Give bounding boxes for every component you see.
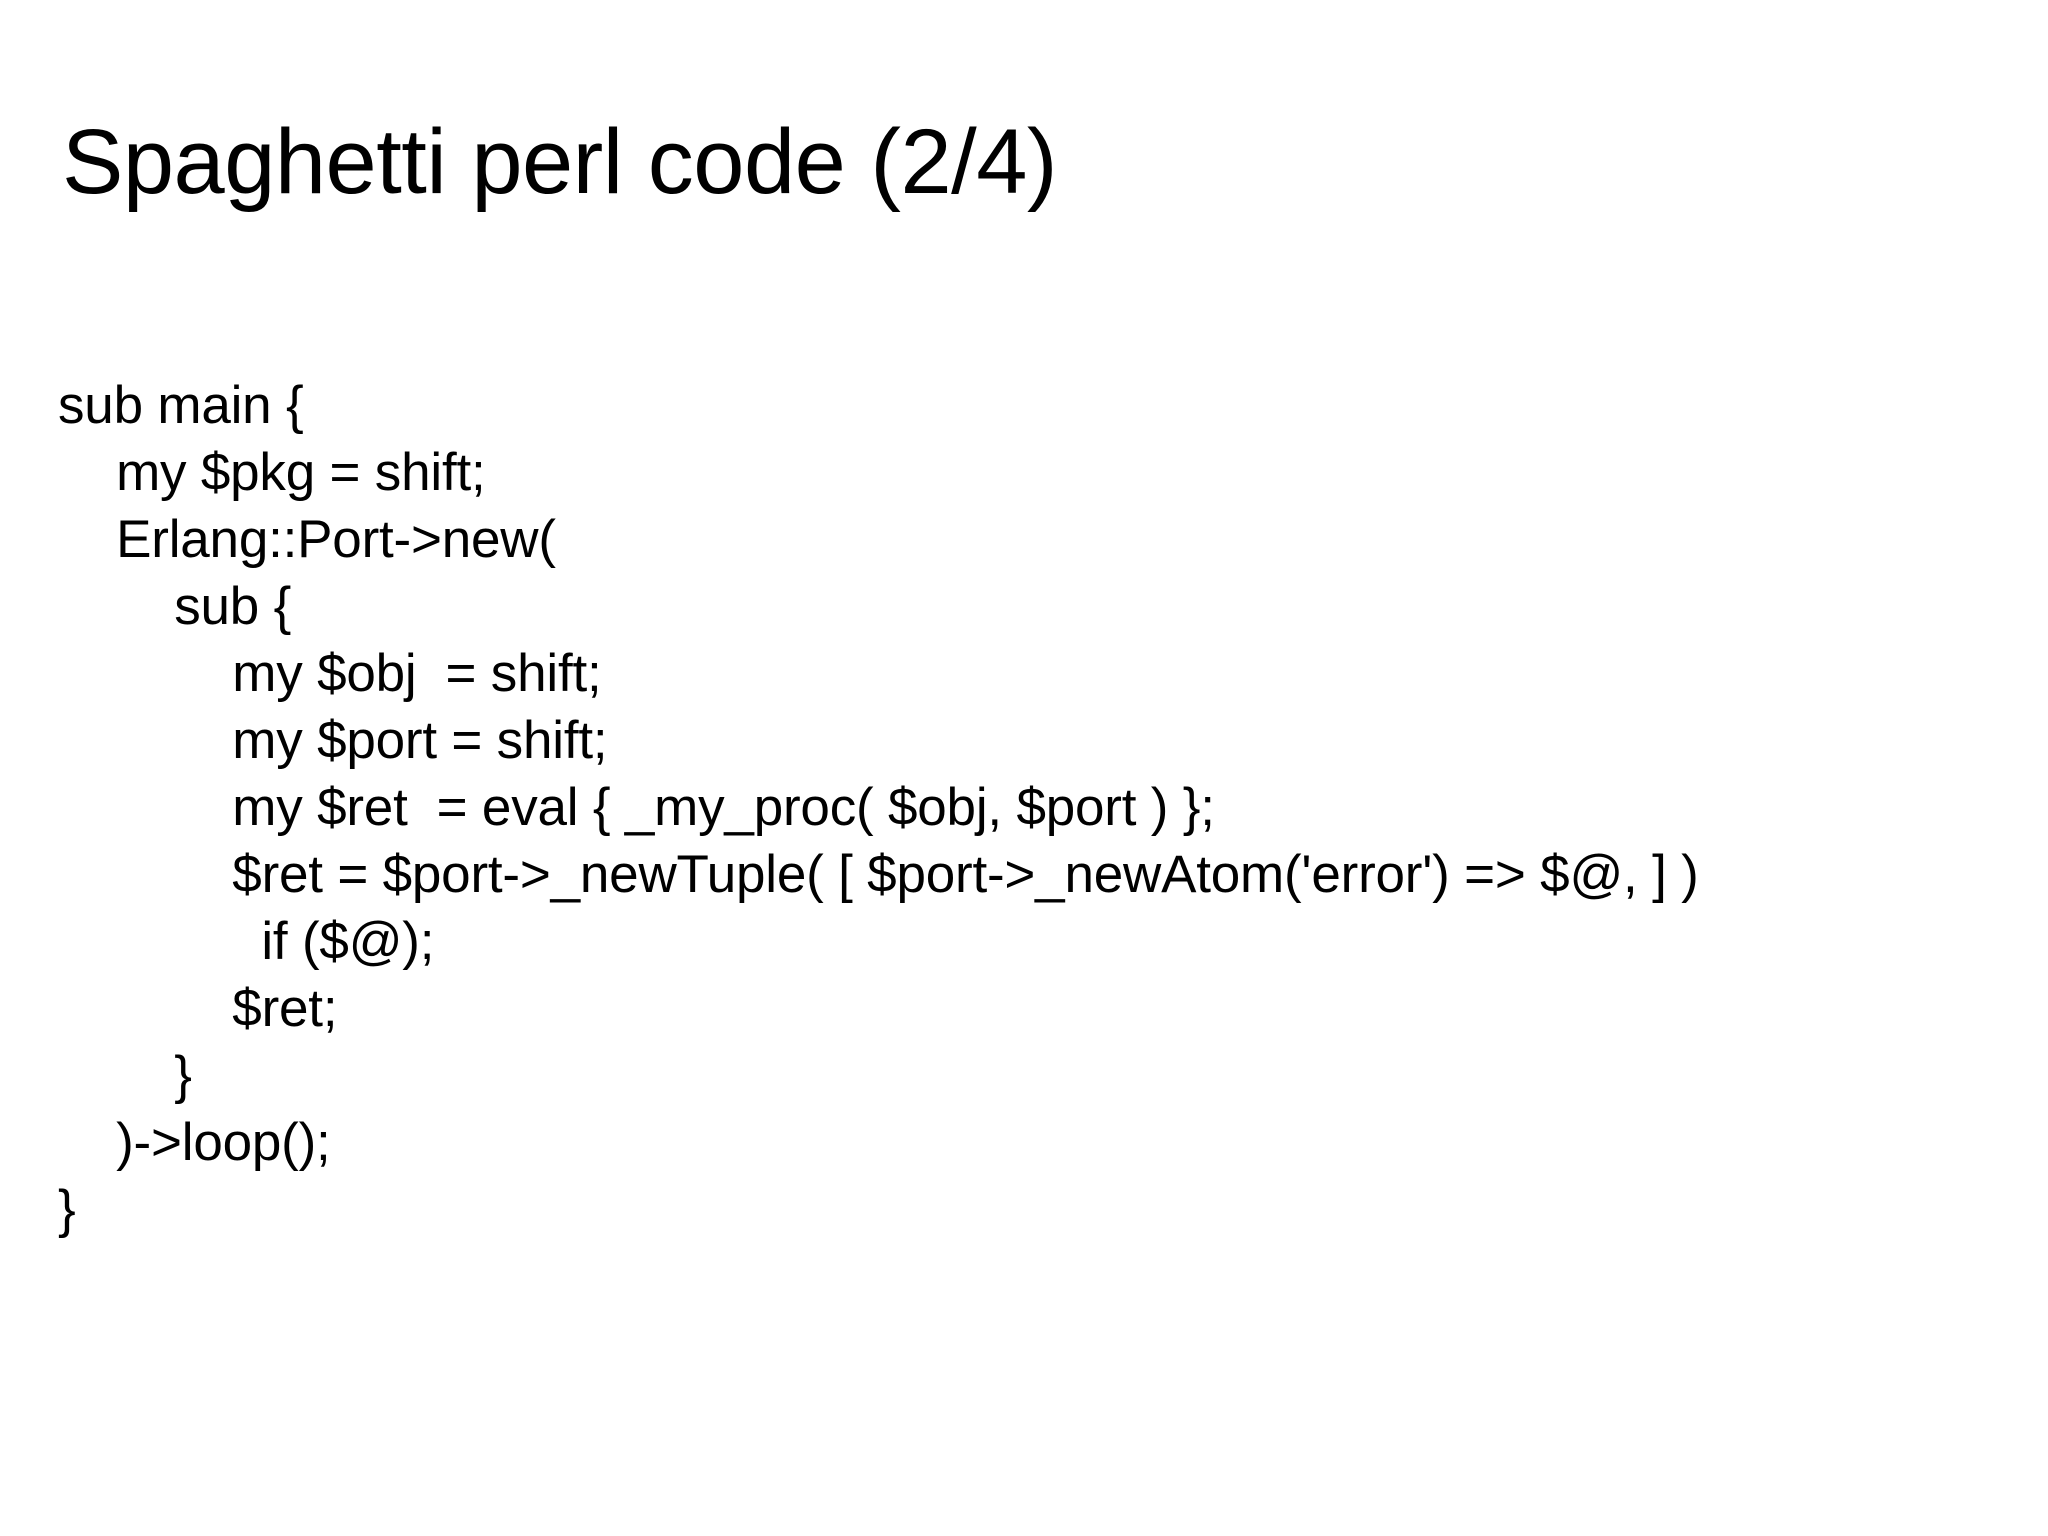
- code-block: sub main { my $pkg = shift; Erlang::Port…: [58, 372, 2018, 1243]
- code-line: my $pkg = shift;: [58, 443, 486, 502]
- code-line: Erlang::Port->new(: [58, 510, 556, 569]
- code-line: $ret;: [58, 979, 338, 1038]
- code-line: $ret = $port->_newTuple( [ $port->_newAt…: [58, 845, 1699, 904]
- code-line: my $obj = shift;: [58, 644, 602, 703]
- code-line: if ($@);: [58, 912, 435, 971]
- code-line: my $port = shift;: [58, 711, 608, 770]
- code-line: my $ret = eval { _my_proc( $obj, $port )…: [58, 778, 1215, 837]
- code-line: sub main {: [58, 376, 304, 435]
- code-line: sub {: [58, 577, 292, 636]
- page-title: Spaghetti perl code (2/4): [62, 110, 1058, 213]
- code-line: }: [58, 1046, 192, 1105]
- code-line: }: [58, 1180, 76, 1239]
- code-line: )->loop();: [58, 1113, 331, 1172]
